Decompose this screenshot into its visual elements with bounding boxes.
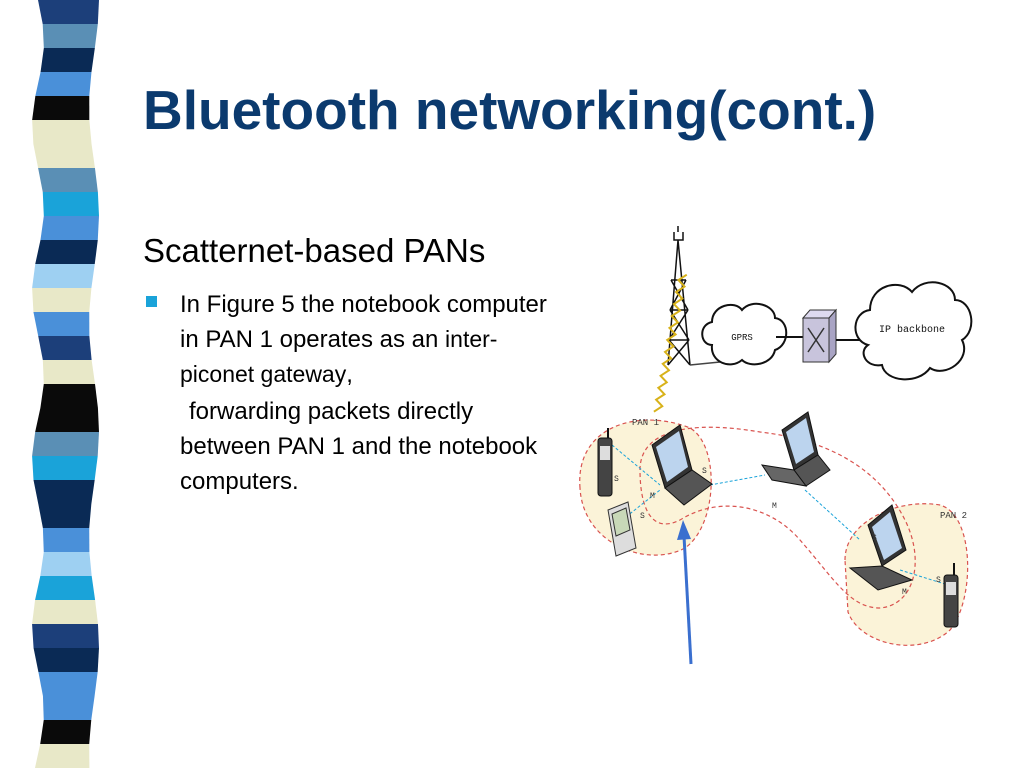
bullet-comma: , xyxy=(346,361,353,388)
stripe-segment xyxy=(33,312,90,336)
bullet-continuation: forwarding packets directly between PAN … xyxy=(180,398,538,495)
gprs-cloud-icon: GPRS xyxy=(701,302,788,366)
stripe-segment xyxy=(40,552,92,576)
slave-label: S xyxy=(614,475,619,484)
stripe-segment xyxy=(32,624,99,648)
stripe-segment xyxy=(42,24,98,48)
bullet-continuation-paragraph: forwarding packets directly between PAN … xyxy=(180,394,570,499)
master-label: M xyxy=(772,502,777,511)
pan1-label: PAN 1 xyxy=(632,418,659,428)
stripe-segment xyxy=(33,144,95,168)
stripe-segment xyxy=(35,72,92,96)
stripe-segment xyxy=(33,480,95,504)
stripe-segment xyxy=(32,288,92,312)
stripe-segment xyxy=(38,504,92,528)
bullet-paragraph: In Figure 5 the notebook computer in PAN… xyxy=(180,287,570,392)
mobile-phone-icon xyxy=(943,563,959,628)
stripe-segment xyxy=(35,240,98,264)
slave-label: S xyxy=(702,467,707,476)
bullet-text-part1: In Figure 5 the notebook computer in PAN… xyxy=(180,291,547,353)
scatternet-figure: GPRS IP backbone PAN 1 PAN 2 xyxy=(579,226,973,665)
gateway-pointer-arrow xyxy=(677,520,693,665)
slide-subtitle: Scatternet-based PANs xyxy=(143,232,486,269)
pan2-label: PAN 2 xyxy=(940,511,967,521)
stripe-segment xyxy=(35,576,96,600)
master-label: M xyxy=(650,492,655,501)
stripe-segment xyxy=(42,696,95,720)
stripe-segment xyxy=(38,336,92,360)
stripe-segment xyxy=(40,384,98,408)
pda-icon xyxy=(607,501,637,557)
stripe-segment xyxy=(34,744,90,768)
router-icon xyxy=(801,308,838,364)
slave-label: S xyxy=(872,534,877,543)
notebook-computer-icon xyxy=(848,504,914,591)
stripe-segment xyxy=(40,216,99,240)
decorative-stripe-bar xyxy=(0,0,120,768)
ip-backbone-cloud-icon: IP backbone xyxy=(854,281,973,381)
stripe-segment xyxy=(32,600,98,624)
slave-label: S xyxy=(640,512,645,521)
stripe-segment xyxy=(32,96,90,120)
stripe-segment xyxy=(42,192,99,216)
stripe-segment xyxy=(32,456,98,480)
notebook-computer-icon xyxy=(760,411,831,487)
scatternet-boundary xyxy=(639,426,916,609)
master-label: M xyxy=(902,588,907,597)
stripe-segment xyxy=(32,264,95,288)
stripe-segment xyxy=(42,528,90,552)
notebook-gateway-icon xyxy=(651,424,713,506)
mobile-phone-icon xyxy=(597,428,613,497)
bullet-text: In Figure 5 the notebook computer in PAN… xyxy=(180,287,570,499)
stripe-segment xyxy=(38,672,98,696)
slave-label: S xyxy=(936,576,941,585)
stripe-segment xyxy=(32,432,99,456)
stripe-segment xyxy=(40,720,92,744)
bullet-square-icon xyxy=(146,296,157,307)
ip-backbone-label: IP backbone xyxy=(879,324,945,336)
stripe-segment xyxy=(40,48,95,72)
stripe-segment xyxy=(35,408,99,432)
stripe-segment xyxy=(42,360,96,384)
bullet-emphasis: inter-piconet gateway xyxy=(180,326,498,387)
slide-title: Bluetooth networking(cont.) xyxy=(143,79,877,141)
stripe-segment xyxy=(38,168,98,192)
wireless-link-icon xyxy=(653,273,688,413)
stripe-segment xyxy=(32,120,92,144)
piconet-links xyxy=(611,444,949,586)
stripe-segment xyxy=(38,0,99,24)
gprs-label: GPRS xyxy=(731,333,753,343)
stripe-segment xyxy=(33,648,99,672)
